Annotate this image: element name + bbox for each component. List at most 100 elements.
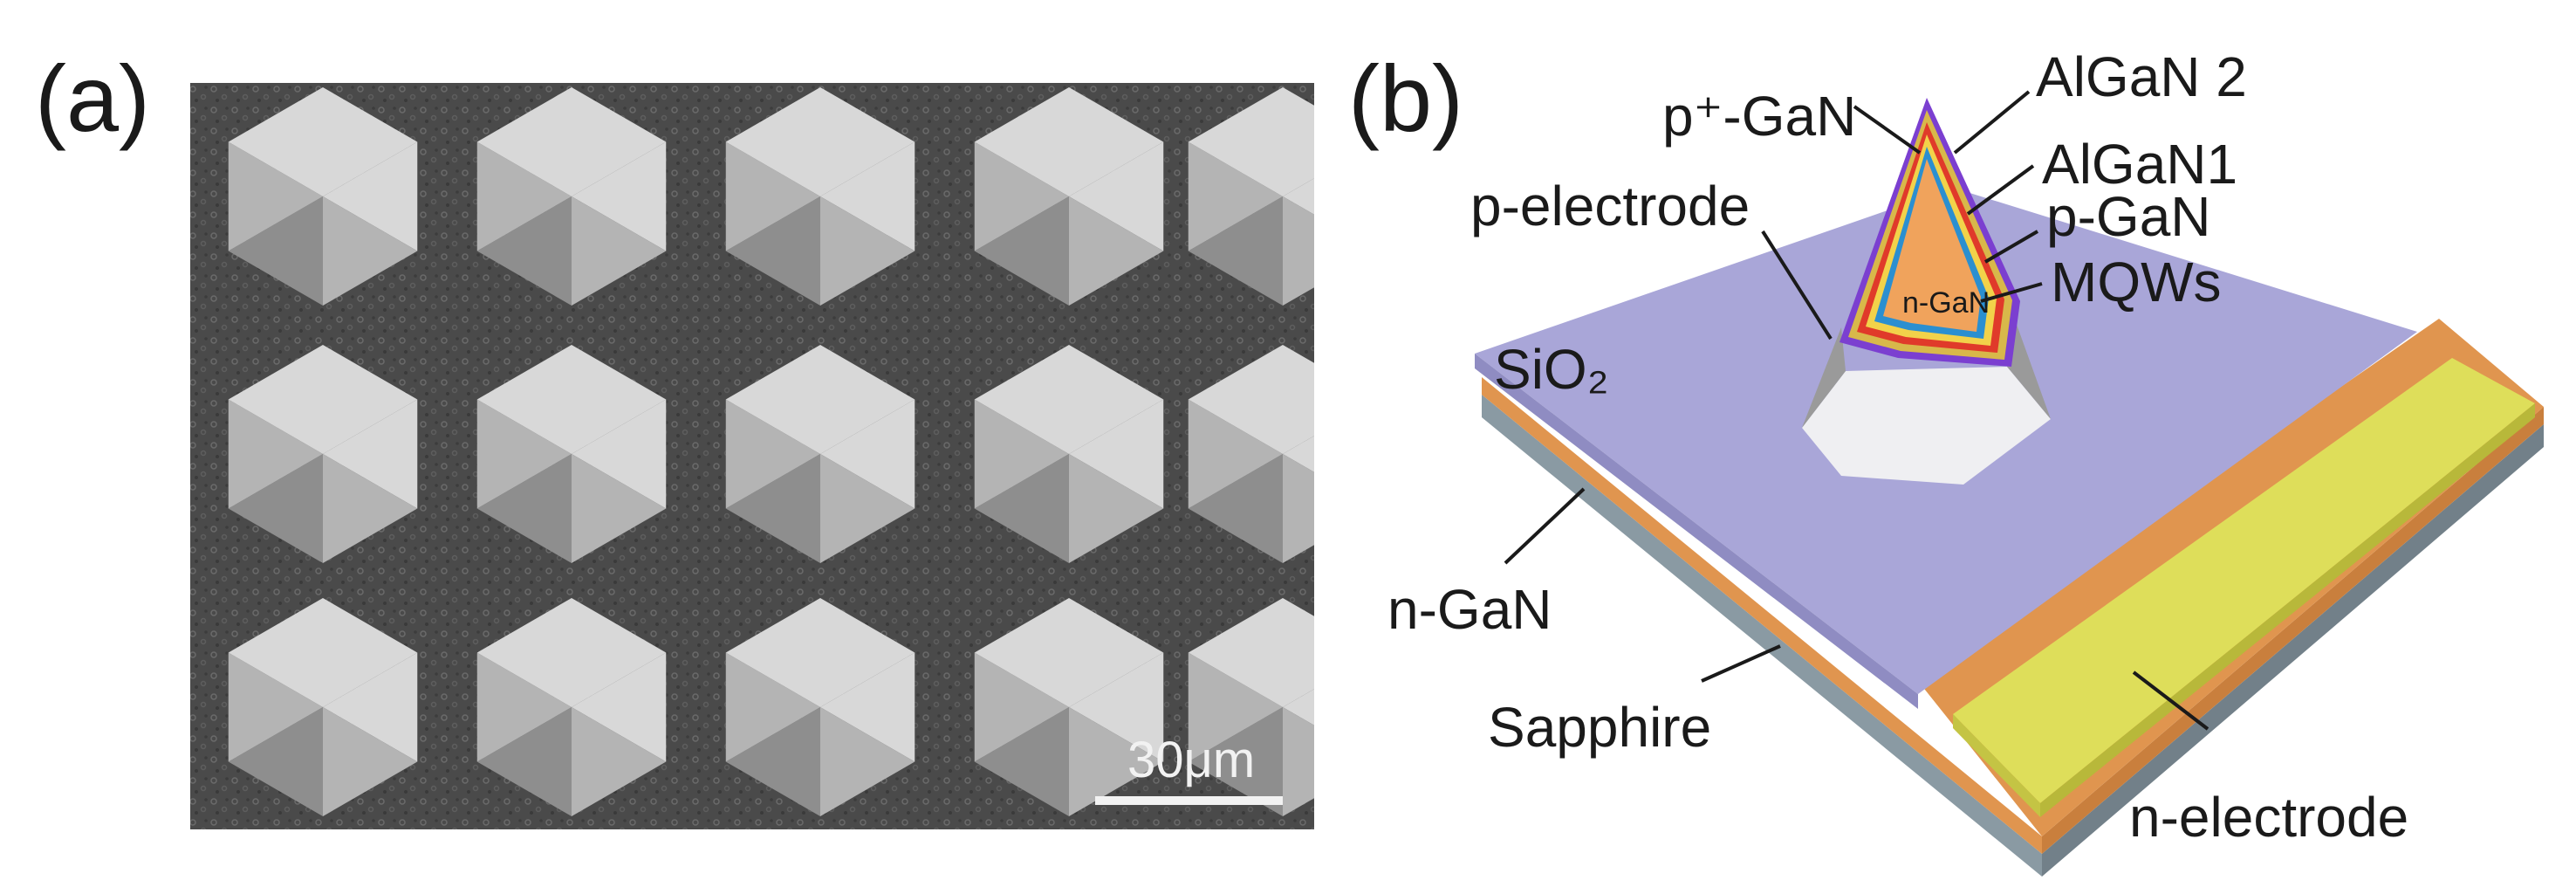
pyramid-facet	[228, 345, 323, 454]
leader-sapphire	[1701, 644, 1781, 683]
pyramid-facet	[1283, 345, 1314, 454]
pyramid-facet	[725, 141, 820, 251]
leader-p-plus-gan	[1853, 105, 1922, 155]
pyramid-facet	[974, 345, 1069, 454]
pyramid-facet	[323, 454, 418, 563]
sio2-layer-front	[1475, 354, 1918, 709]
pyramid-facet	[476, 598, 572, 707]
pyramid	[228, 598, 418, 816]
pyramid-base-window	[1802, 367, 2051, 485]
pyramid-facet	[725, 87, 820, 196]
pyramid-facet	[228, 598, 323, 707]
pyramid-facet	[820, 399, 915, 509]
label-n-gan: n-GaN	[1387, 578, 1552, 641]
leader-algan1	[1966, 164, 2035, 216]
pyramid-facet	[323, 87, 418, 196]
pyramid-facet	[725, 598, 820, 707]
pyramid-facet	[323, 196, 418, 306]
n-gan-layer-side	[2042, 407, 2544, 854]
label-p-gan: p-GaN	[2046, 185, 2211, 248]
sem-image: 30μm	[190, 83, 1314, 829]
pyramid-facet	[476, 141, 572, 251]
label-sapphire: Sapphire	[1488, 696, 1711, 759]
device-schematic: p⁺-GaN AlGaN 2 AlGaN1 p-electrode p-GaN …	[1387, 45, 2544, 877]
scale-bar	[1095, 796, 1283, 805]
pyramid-facet	[476, 87, 572, 196]
pyramid-facet	[820, 707, 915, 816]
pyramid-facet	[974, 652, 1069, 762]
pyramid-facet	[1283, 196, 1314, 306]
pyramid	[476, 345, 667, 563]
pyramid-facet	[323, 652, 418, 762]
pyramid-facet	[228, 707, 323, 816]
pyramid-facet	[1188, 598, 1283, 707]
pyramid	[725, 345, 915, 563]
panel-b-label: (b)	[1348, 45, 1463, 151]
pyramid-facet	[1069, 707, 1164, 816]
leader-p-electrode	[1761, 230, 1833, 340]
pyramid-facet	[572, 454, 667, 563]
p-electrode-right	[2007, 310, 2051, 419]
pyramid-facet	[1188, 707, 1283, 816]
n-electrode-side	[2040, 403, 2535, 817]
label-algan2: AlGaN 2	[2036, 45, 2247, 108]
leader-mqws	[1980, 282, 2043, 303]
scale-bar-label: 30μm	[1127, 732, 1255, 788]
pyramid-facet	[572, 652, 667, 762]
pyramid-facet	[725, 196, 820, 306]
pyramid-facet	[1188, 454, 1283, 563]
pyramid-facet	[228, 196, 323, 306]
pyramid-facet	[228, 652, 323, 762]
pyramid-facet	[228, 141, 323, 251]
pyramid	[1188, 87, 1314, 306]
label-mqws: MQWs	[2051, 251, 2222, 313]
pyramid-facet	[476, 345, 572, 454]
leader-n-electrode	[2132, 670, 2209, 731]
pyramid-facet	[725, 707, 820, 816]
pyramid-facet	[820, 454, 915, 563]
pyramid-facet	[1283, 598, 1314, 707]
sapphire-layer	[1482, 395, 2042, 877]
leader-n-gan	[1504, 487, 1586, 565]
pyramid-facet	[1069, 598, 1164, 707]
pyramid-facet	[1069, 87, 1164, 196]
sapphire-layer-side	[2042, 424, 2544, 877]
pyramid-facet	[323, 707, 418, 816]
pyramid-facet	[1069, 399, 1164, 509]
pyramid	[725, 87, 915, 306]
pyramid	[725, 598, 915, 816]
pyramid-facet	[820, 196, 915, 306]
pyramid-facet	[820, 87, 915, 196]
pyramid-facet	[572, 141, 667, 251]
pyramid-facet	[974, 454, 1069, 563]
p-electrode-left	[1802, 327, 1846, 428]
pyramid	[1188, 598, 1314, 816]
pyramid-facet	[1188, 141, 1283, 251]
panel-a-label: (a)	[35, 45, 150, 151]
pyramid-facet	[572, 345, 667, 454]
pyramid-facet	[1188, 196, 1283, 306]
pyramid-facet	[1069, 141, 1164, 251]
label-algan1: AlGaN1	[2042, 133, 2237, 196]
pyramid-facet	[820, 141, 915, 251]
pyramid-facet	[572, 598, 667, 707]
n-electrode-front	[1953, 714, 2040, 817]
pyramid-facet	[323, 141, 418, 251]
pyramid-facet	[1283, 178, 1314, 215]
pyramid-facet	[974, 141, 1069, 251]
pyramid-facet	[725, 652, 820, 762]
pyramid	[476, 598, 667, 816]
pyramid	[228, 345, 418, 563]
pyramid	[228, 87, 418, 306]
pyramid-facet	[323, 598, 418, 707]
pyramid-facet	[725, 454, 820, 563]
label-n-electrode: n-electrode	[2129, 786, 2408, 849]
leader-p-gan	[1983, 230, 2039, 264]
leader-algan2	[1953, 90, 2031, 155]
pyramid-facet	[476, 652, 572, 762]
pyramid-facet	[1069, 454, 1164, 563]
pyramid-facet	[974, 598, 1069, 707]
pyramid	[974, 598, 1164, 816]
pyramid-facet	[476, 399, 572, 509]
